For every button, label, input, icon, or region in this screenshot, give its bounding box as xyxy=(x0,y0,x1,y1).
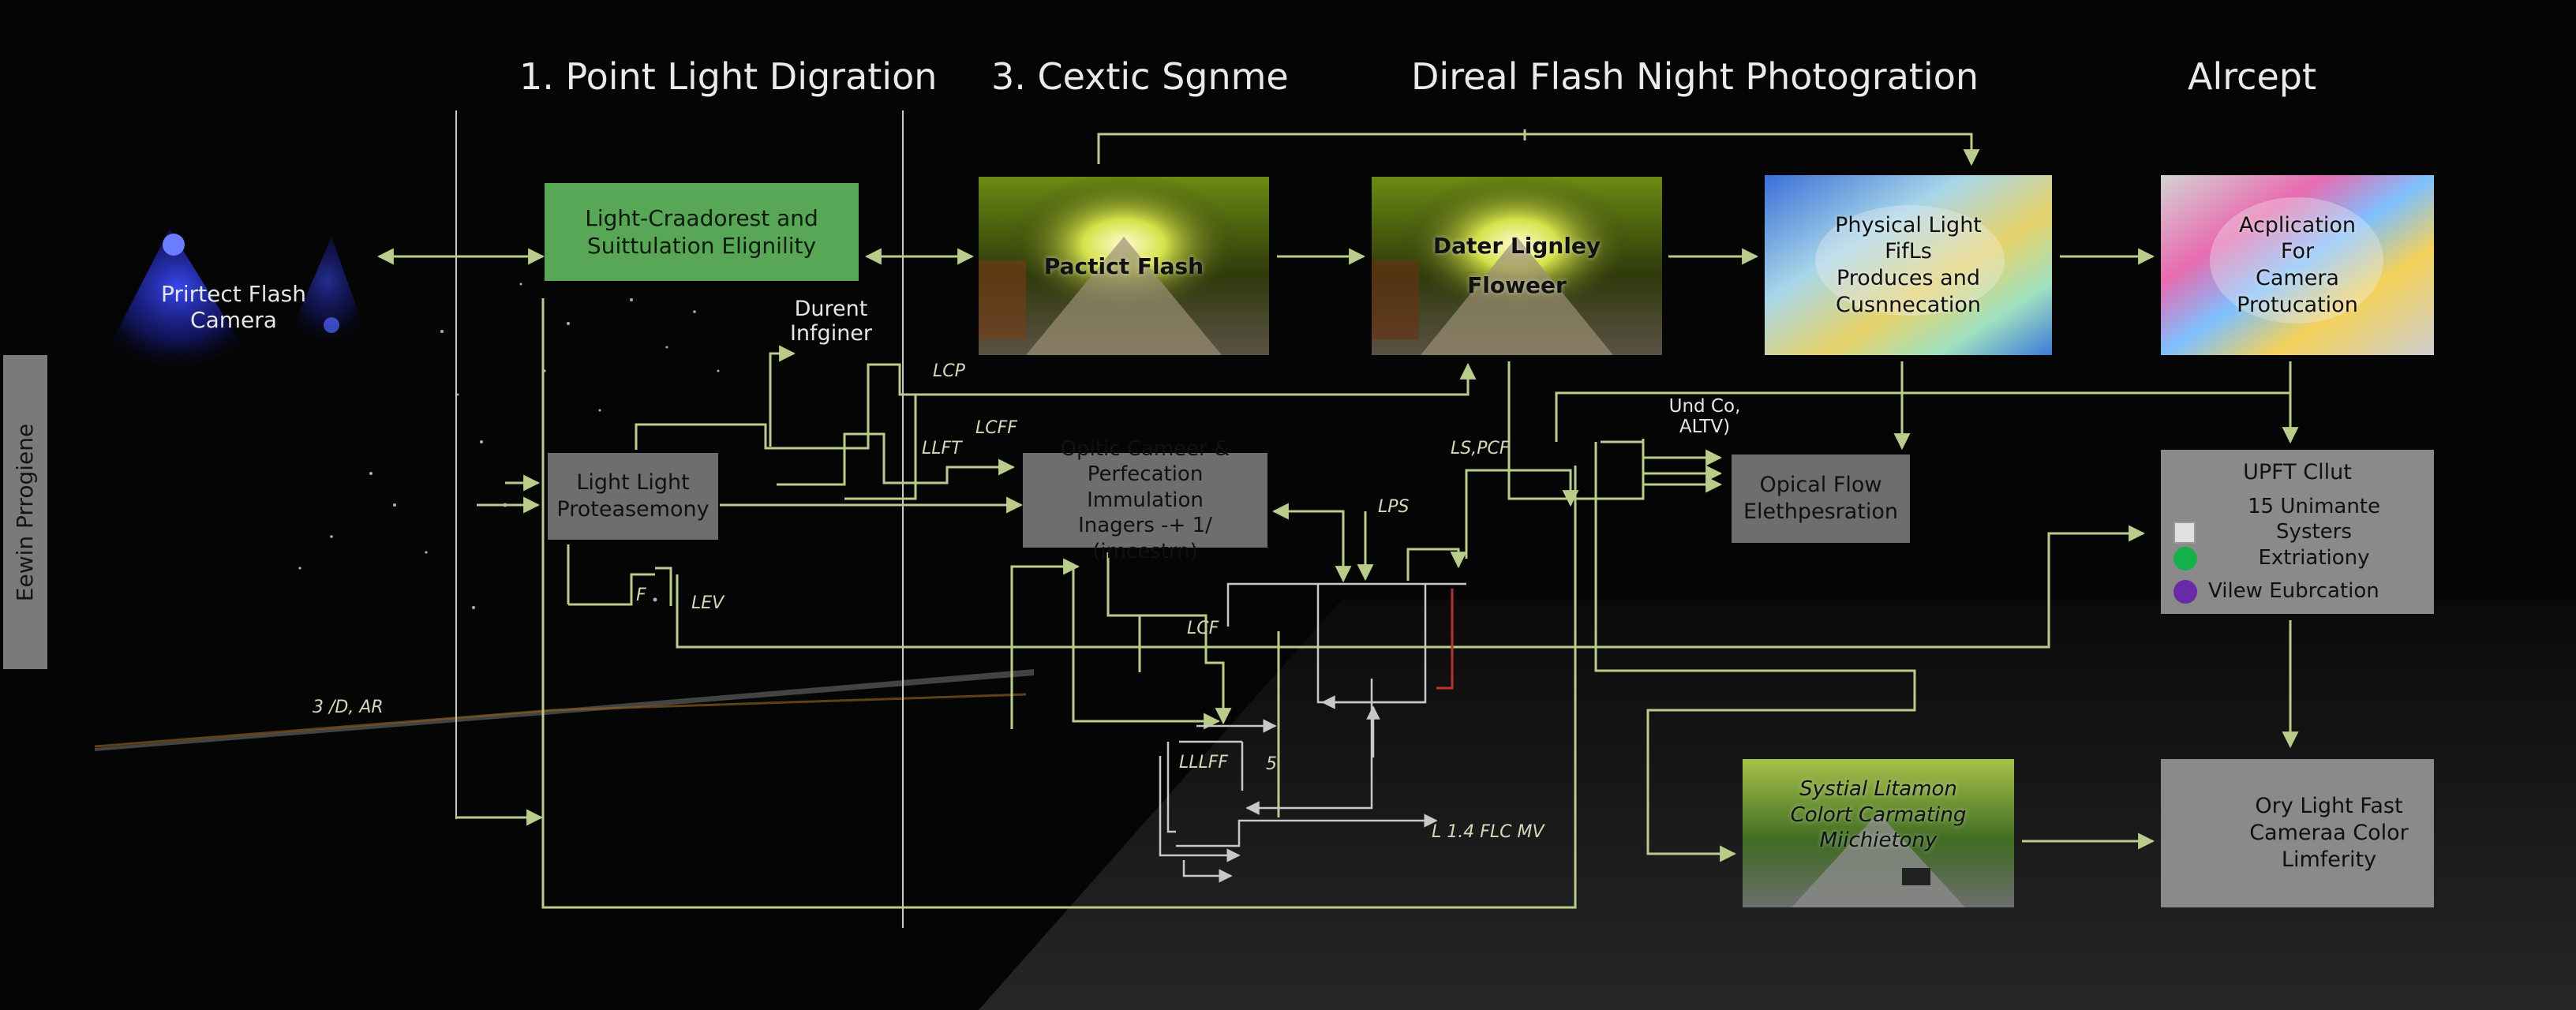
edge-label-f: F xyxy=(636,585,646,605)
light-proteasemony-box[interactable]: Light Light Proteasemony xyxy=(548,453,718,540)
green-process-label: Light-Craadorest and Suittulation Eligni… xyxy=(585,205,818,259)
edge-label-lllff: LLLFF xyxy=(1179,753,1229,772)
pactict-flash-label: Pactict Flash xyxy=(1043,252,1204,279)
side-tab-label: Eewin Prrogiene xyxy=(12,423,39,601)
dater-lignley-node[interactable]: Dater Lignley Floweer xyxy=(1372,177,1662,355)
application-node[interactable]: Acplication For Camera Protucation xyxy=(2161,175,2434,355)
opical-flow-box[interactable]: Opical Flow Elethpesration xyxy=(1732,454,1910,543)
dater-lignley-label: Dater Lignley Floweer xyxy=(1432,232,1601,298)
durent-label: Durent Infginer xyxy=(789,297,873,346)
edge-label-lspcf: LS,PCF xyxy=(1451,439,1510,458)
systial-litamon-label: Systial Litamon Colort Carmating Miichie… xyxy=(1790,777,1967,852)
photo-pactict-flash xyxy=(979,177,1269,355)
systial-litamon-node[interactable]: Systial Litamon Colort Carmating Miichie… xyxy=(1743,759,2014,907)
edge-label-lcff: LCFF xyxy=(975,418,1017,438)
opical-flow-label: Opical Flow Elethpesration xyxy=(1743,473,1899,524)
legend-panel: UPFT Cllut 15 Unimante Systers Extriatio… xyxy=(2161,450,2434,614)
legend-item-systers[interactable]: 15 Unimante Systers Extriationy xyxy=(2174,494,2421,571)
opitic-cameer-box[interactable]: Opitic Cameer & Perfecation Immulation I… xyxy=(1023,437,1267,563)
edge-label-lcp: LCP xyxy=(933,361,965,381)
legend-title: UPFT Cllut xyxy=(2243,460,2352,484)
photo-systial-litamon xyxy=(1743,759,2014,907)
header-cextic: 3. Cextic Sgnme xyxy=(991,55,1289,98)
header-point-light: 1. Point Light Digration xyxy=(519,55,938,98)
legend-item-vilew[interactable]: Vilew Eubrcation xyxy=(2174,578,2379,604)
header-alrcept: Alrcept xyxy=(2188,55,2316,98)
edge-label-lev: LEV xyxy=(691,593,724,613)
header-direal-flash: Direal Flash Night Photogration xyxy=(1411,55,1979,98)
edge-label-lcf: LCF xyxy=(1187,619,1219,638)
star-field xyxy=(298,282,720,609)
flash-camera-icon xyxy=(95,229,371,375)
pactict-flash-node[interactable]: Pactict Flash xyxy=(979,177,1269,355)
edge-label-5: 5 xyxy=(1266,754,1277,774)
edge-label-lps: LPS xyxy=(1378,497,1410,517)
column-dividers xyxy=(455,110,904,928)
und-co-label: Und Co, ALTV) xyxy=(1668,396,1741,437)
connectors xyxy=(376,129,2299,909)
physical-light-label: Physical Light FifLs Produces and Cusnne… xyxy=(1835,212,1982,317)
legend-item-vilew-label: Vilew Eubrcation xyxy=(2208,579,2379,604)
ory-light-fast-label: Ory Light Fast Cameraa Color Limferity xyxy=(2249,794,2409,872)
edge-label-llft: LLFT xyxy=(922,439,962,458)
edge-label-dar: 3 /D, AR xyxy=(313,698,384,717)
photo-dater-lignley xyxy=(1372,177,1662,355)
checkbox-icon[interactable] xyxy=(2174,521,2196,544)
legend-item-systers-label: 15 Unimante Systers Extriationy xyxy=(2247,494,2380,570)
physical-light-node[interactable]: Physical Light FifLs Produces and Cusnne… xyxy=(1765,175,2052,355)
edge-label-l14: L 1.4 FLC MV xyxy=(1432,822,1544,842)
photo-physical-light xyxy=(1765,175,2052,355)
inner-wires xyxy=(1159,582,1466,883)
side-tab[interactable]: Eewin Prrogiene xyxy=(3,355,47,669)
green-dot-icon xyxy=(2174,547,2197,571)
purple-dot-icon xyxy=(2174,579,2197,604)
photo-application xyxy=(2161,175,2434,355)
ory-light-fast-box[interactable]: Ory Light Fast Cameraa Color Limferity xyxy=(2161,759,2434,907)
red-connector xyxy=(1436,589,1454,690)
light-proteasemony-label: Light Light Proteasemony xyxy=(556,470,710,522)
green-process-box[interactable]: Light-Craadorest and Suittulation Eligni… xyxy=(545,183,859,281)
opitic-cameer-label: Opitic Cameer & Perfecation Immulation I… xyxy=(1060,436,1230,563)
camera-label: Prirtect Flash Camera xyxy=(160,281,307,333)
application-label: Acplication For Camera Protucation xyxy=(2237,212,2358,317)
